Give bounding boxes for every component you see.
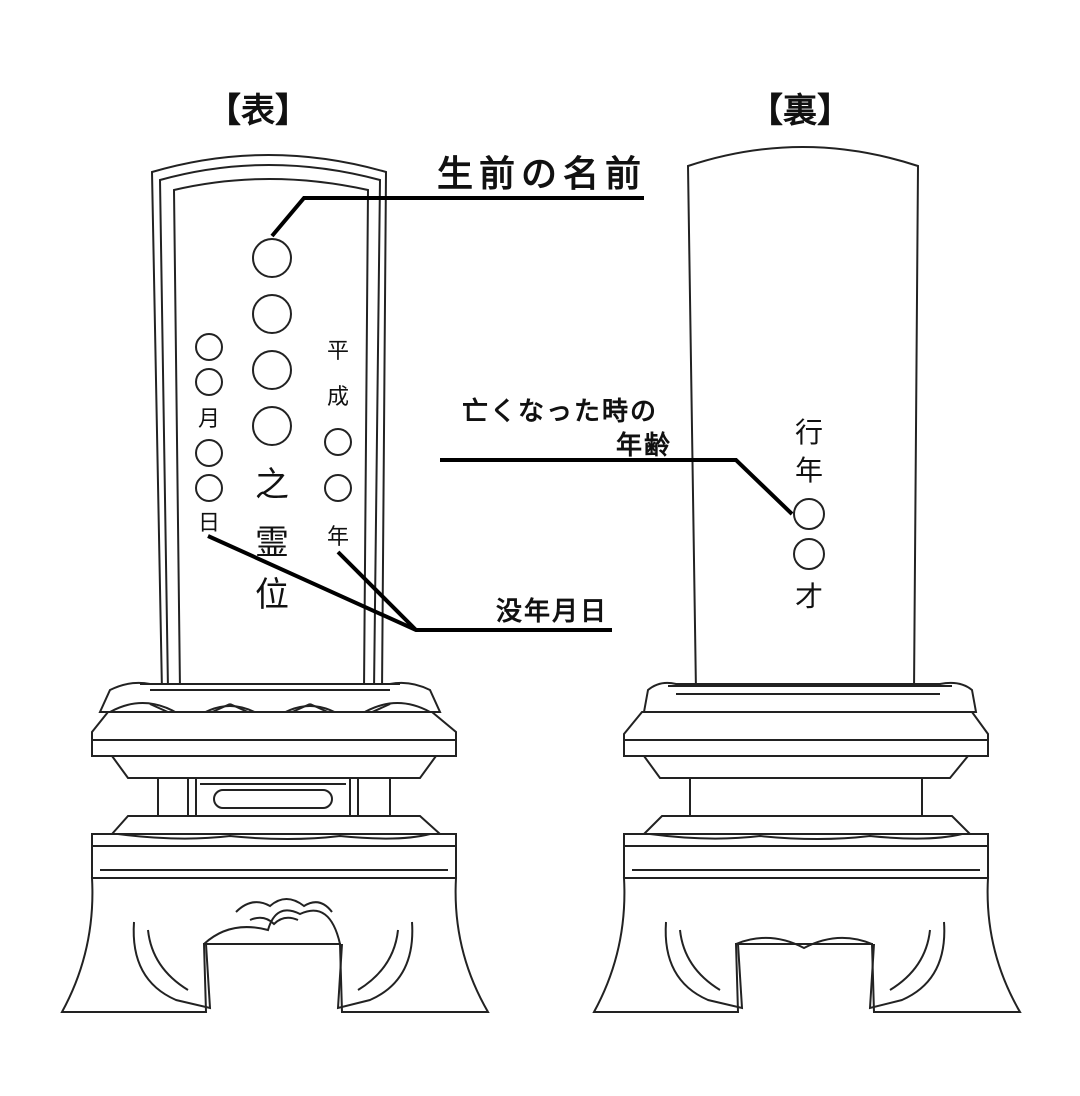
front-legs: [60, 877, 490, 1013]
era-char: 平: [327, 339, 349, 364]
age-digit-placeholder: [793, 538, 825, 570]
honorific-char: 位: [255, 575, 289, 615]
year-digit-placeholder: [324, 428, 352, 456]
month-digit-placeholder: [195, 333, 223, 361]
back-tablet: 【裏】 行 年 才: [592, 91, 1022, 1013]
back-board: [686, 146, 920, 693]
day-digit-placeholder: [195, 439, 223, 467]
front-date-column: 月 日: [195, 333, 223, 536]
front-era-column: 平 成 年: [324, 339, 352, 550]
callout-name-leader: [270, 196, 644, 238]
year-digit-placeholder: [324, 474, 352, 502]
era-char: 成: [327, 385, 349, 410]
age-char: 行: [795, 416, 823, 449]
back-lower-platform: [623, 833, 989, 879]
back-middle-block: [689, 777, 923, 817]
name-char-placeholder: [252, 406, 292, 446]
honorific-char: 霊: [255, 523, 289, 563]
back-legs: [592, 877, 1022, 1013]
callout-age-label-line2: 年齢: [616, 430, 672, 461]
callout-name: 生前の名前: [270, 153, 647, 238]
back-header: 【裏】: [749, 91, 851, 131]
month-digit-placeholder: [195, 368, 223, 396]
month-char: 月: [198, 407, 220, 432]
front-tablet: 【表】: [60, 91, 490, 1013]
callout-age-leader: [440, 458, 794, 516]
honorific-char: 之: [255, 465, 289, 505]
front-lower-platform: [91, 833, 457, 879]
day-digit-placeholder: [195, 474, 223, 502]
front-lotus-base: [98, 681, 442, 724]
name-char-placeholder: [252, 238, 292, 278]
era-char: 年: [327, 525, 349, 550]
age-char: 才: [795, 580, 823, 613]
callout-age: 亡くなった時の 年齢: [440, 396, 794, 516]
callout-death-date-leader-year: [336, 550, 418, 632]
back-age-column: 行 年 才: [793, 416, 825, 613]
back-upper-platform: [623, 711, 989, 757]
day-char: 日: [198, 511, 220, 536]
age-digit-placeholder: [793, 498, 825, 530]
callout-name-label: 生前の名前: [437, 153, 647, 195]
callout-death-date-label: 没年月日: [496, 596, 608, 627]
age-char: 年: [795, 454, 823, 487]
callout-death-date: 没年月日: [207, 534, 612, 632]
front-header: 【表】: [207, 91, 309, 131]
front-middle-block: [157, 777, 391, 817]
name-char-placeholder: [252, 294, 292, 334]
front-name-column: 之 霊 位: [252, 238, 292, 615]
back-lotus-base: [642, 681, 978, 713]
front-upper-platform: [91, 711, 457, 757]
name-char-placeholder: [252, 350, 292, 390]
callout-age-label-line1: 亡くなった時の: [462, 396, 658, 427]
